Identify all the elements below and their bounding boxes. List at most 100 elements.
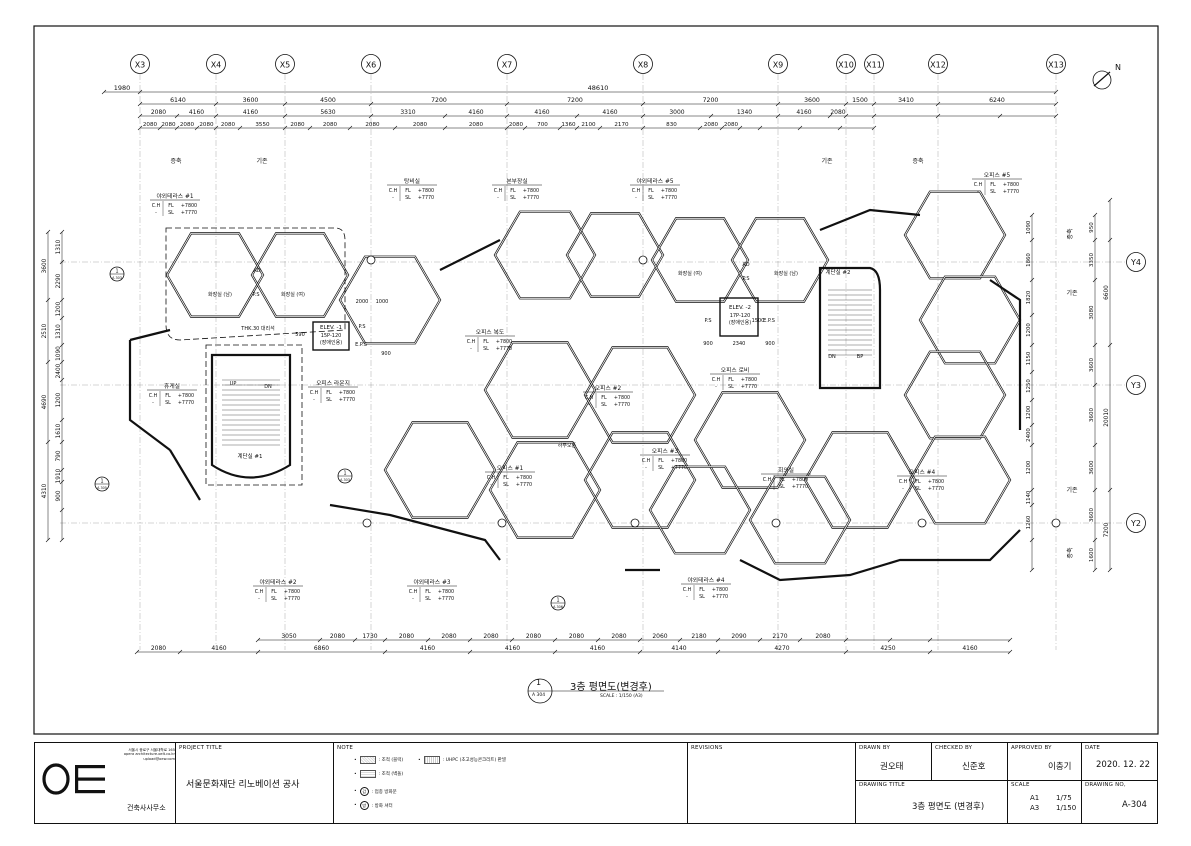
dim-text: 6600 [1104,285,1110,300]
dim-text: 2060 [652,633,667,640]
director-office-hex [493,210,597,300]
dim-text: 4160 [211,645,226,652]
tag-sl: SL [405,195,411,201]
date-cell: DATE 2020. 12. 22 [1081,743,1157,780]
title-block: 서울시 종로구 서울대학로 165 opera architecture.oel… [34,742,1158,824]
dim-text: 2080 [441,633,456,640]
shutter-code-icon: 방 [359,801,369,810]
dim-tick [927,637,933,643]
tag-ch-value: - [635,196,637,201]
tag-fl: FL [779,477,785,483]
hatch-swatch-icon [359,770,376,778]
room-name: 탕비실 [404,177,420,185]
caption-symbol [527,678,664,704]
room-label: 화장실 (여) [281,291,305,298]
dim-tick [382,649,388,655]
checked-by-label: CHECKED BY [935,745,973,751]
tag-sl-value: +7770 [178,400,194,406]
dim-text: 3600 [1089,357,1095,372]
tag-ch: C.H [409,589,418,595]
office-hex [583,346,697,444]
room-name: 야외테라스 #2 [259,578,296,586]
dim-tick [213,101,219,107]
dim-tick [697,125,703,131]
dim-text: 5630 [320,109,335,116]
tag-sl: SL [326,397,332,403]
tag-ch-value: - [392,196,394,201]
dim-tick [640,125,646,131]
tag-sl-value: +7770 [671,465,687,471]
dim-tick [255,649,261,655]
drawing-title-label: DRAWING TITLE [859,782,905,788]
tag-sl: SL [425,596,431,602]
dim-text: 2080 [469,122,484,128]
office-hex [908,435,1012,525]
room-name: 야외테라스 #5 [636,177,673,185]
dim-tick [467,637,473,643]
room-name: 휴게실 [164,382,180,390]
dim-tick [59,342,65,348]
dim-text: 2080 [509,122,524,128]
tag-fl: FL [990,182,996,188]
dim-text: 2080 [830,109,845,116]
exterior-wall [128,328,1021,582]
office-hex-core [904,351,1006,439]
dim-text: 7200 [703,97,719,104]
dim-text: 1730 [362,633,377,640]
pantry-hex-core [339,256,441,344]
dim-tick [45,297,51,303]
tag-ch-value: - [490,483,492,488]
dim-tick [640,113,646,119]
grid-label: Y3 [1130,381,1141,390]
dim-text: 2170 [614,122,629,128]
section-marker: 1A 303 [109,266,125,282]
grid-bubble [275,54,295,74]
tag-sl-value: +7770 [928,486,944,492]
drawing-caption: 1 A 304 3층 평면도(변경후) SCALE : 1/150 (A3) [524,676,694,706]
dim-text: 1860 [1026,253,1032,267]
project-cell: PROJECT TITLE 서울문화재단 리노베이션 공사 [175,743,333,823]
dim-tick [282,101,288,107]
tag-ch: C.H [255,589,264,595]
elevator-label: 17P-120 [730,313,751,319]
checked-by-cell: CHECKED BY 신준호 [931,743,1007,780]
dim-text: 1610 [56,423,62,438]
office-hex-core [584,346,696,444]
dim-text: 2180 [691,633,706,640]
stair-1-wall [210,353,292,479]
tag-sl: SL [601,402,607,408]
scale-cell: SCALE A1 1/75 A3 1/150 [1007,780,1081,823]
grid-label: X4 [211,61,222,70]
dim-tick [552,649,558,655]
dim-tick [1107,487,1113,493]
dim-text: 2080 [569,633,584,640]
grid-label: Y4 [1130,258,1141,267]
dim-text: 48610 [588,84,609,92]
tag-fl-value: +7800 [741,377,757,383]
revisions-cell: REVISIONS [687,743,855,823]
toilet-hex [165,232,265,318]
tag-fl-value: +7800 [614,395,630,401]
dim-tick [347,125,353,131]
room-label: 화장실 (여) [678,270,702,277]
office-hex [488,441,602,539]
elevator-label: (장애인용) [729,319,751,326]
dim-tick [425,637,431,643]
note-item: •갑: 업종 방화문 [354,787,397,796]
dim-tick [719,125,725,131]
dim-text: 3080 [1089,305,1095,320]
dim-tick [1053,113,1059,119]
grid-bubble [497,54,517,74]
dim-text: 2400 [1026,428,1032,442]
section-marker: 1A 306 [550,595,566,611]
tag-fl-value: +7800 [671,458,687,464]
address-line: 서울시 종로구 서울대학로 165 [128,748,175,752]
tag-sl: SL [699,594,705,600]
dim-text: 2510 [42,323,48,338]
section-sheet: A 303 [112,276,122,280]
dim-tick [837,125,843,131]
dim-text: 3000 [669,109,684,116]
